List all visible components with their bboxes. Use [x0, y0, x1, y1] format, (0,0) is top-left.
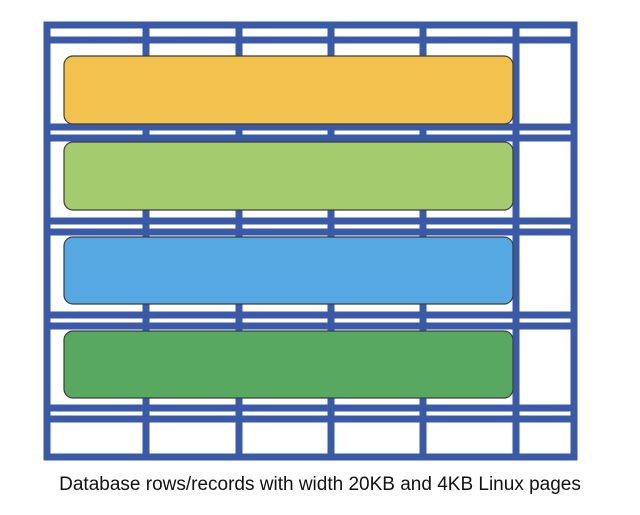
- diagram-caption: Database rows/records with width 20KB an…: [59, 474, 581, 495]
- page-grid-diagram: [43, 21, 578, 461]
- grid-outer-frame: [43, 21, 578, 461]
- record-bar-1: [63, 55, 514, 125]
- record-bar-3: [63, 236, 514, 305]
- grid-horizontal-lines: [47, 36, 574, 423]
- record-bar-4: [63, 330, 514, 399]
- record-bar-2: [63, 141, 514, 211]
